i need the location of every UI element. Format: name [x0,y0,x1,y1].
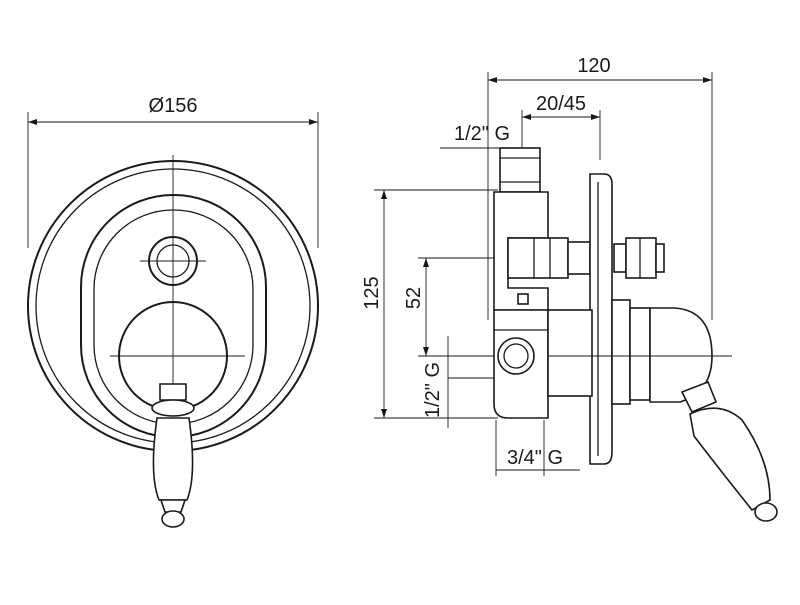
front-view: Ø156 [27,95,319,528]
depth-label-120: 120 [577,55,610,77]
thread-label-bottom: 3/4" G [507,447,563,469]
side-escutcheon-plate [589,173,613,465]
thread-label-top: 1/2" G [454,123,510,145]
thread-label-side: 1/2" G [422,362,444,418]
depth-dimension-20-45: 20/45 [521,93,601,160]
side-view: 120 20/45 1/2" G 125 [361,55,778,522]
front-lever-handle [151,383,195,528]
diverter-button [140,236,206,286]
diverter-spindle [507,237,665,279]
cartridge-housing [547,299,713,405]
side-lever-handle [680,380,778,522]
height-label-125: 125 [361,276,383,309]
thread-dimension-top: 1/2" G [440,123,540,149]
depth-dimension-120: 120 [487,55,713,320]
height-dimension-125: 125 [361,189,498,419]
diameter-label: Ø156 [149,95,198,117]
height-dimension-52: 52 [403,257,548,357]
diameter-dimension: Ø156 [27,95,319,248]
height-label-52: 52 [403,287,425,309]
thread-dimension-side: 1/2" G [422,336,498,428]
thread-dimension-bottom: 3/4" G [495,420,580,476]
depth-label-20-45: 20/45 [536,93,586,115]
side-inlet-port [497,337,535,375]
valve-body [493,147,549,419]
